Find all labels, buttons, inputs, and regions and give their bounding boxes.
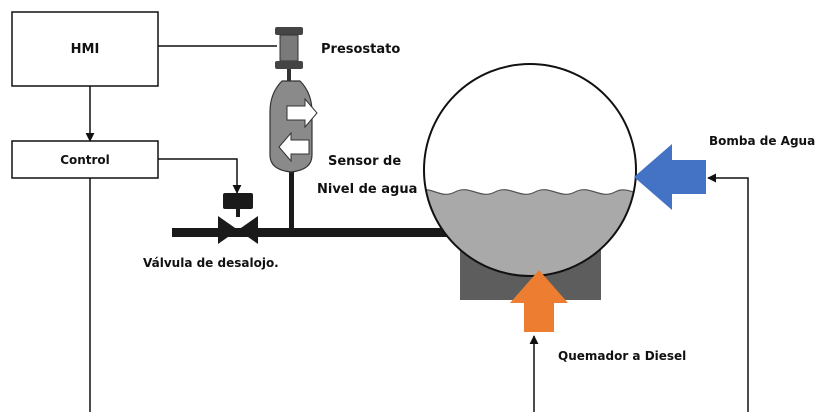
burner-label: Quemador a Diesel — [558, 349, 686, 363]
pump-signal-arrow — [707, 173, 749, 412]
hmi-box[interactable] — [11, 11, 159, 87]
control-to-valve-arrow — [158, 158, 242, 194]
drain-valve-icon — [218, 193, 258, 244]
control-label: Control — [60, 153, 110, 167]
water-pump-arrow-icon — [634, 144, 706, 210]
boiler-tank — [423, 63, 637, 277]
level-sensor-icon — [269, 80, 318, 173]
water-pump-label: Bomba de Agua — [709, 134, 815, 148]
signal-lines — [85, 45, 749, 412]
level-sensor-label-line2: Nivel de agua — [317, 182, 417, 197]
control-box[interactable] — [11, 140, 159, 179]
pressure-switch-label: Presostato — [321, 42, 400, 57]
sensor-arrow-left-icon — [278, 131, 310, 163]
pressure-switch-icon — [275, 27, 303, 81]
drain-valve-label: Válvula de desalojo. — [143, 256, 279, 270]
burner-arrow-icon — [510, 270, 568, 332]
hmi-label: HMI — [71, 42, 100, 57]
sensor-pipe — [289, 170, 294, 230]
level-sensor-label-line1: Sensor de — [328, 154, 401, 169]
main-pipe — [172, 228, 472, 237]
sensor-arrow-right-icon — [286, 97, 318, 129]
